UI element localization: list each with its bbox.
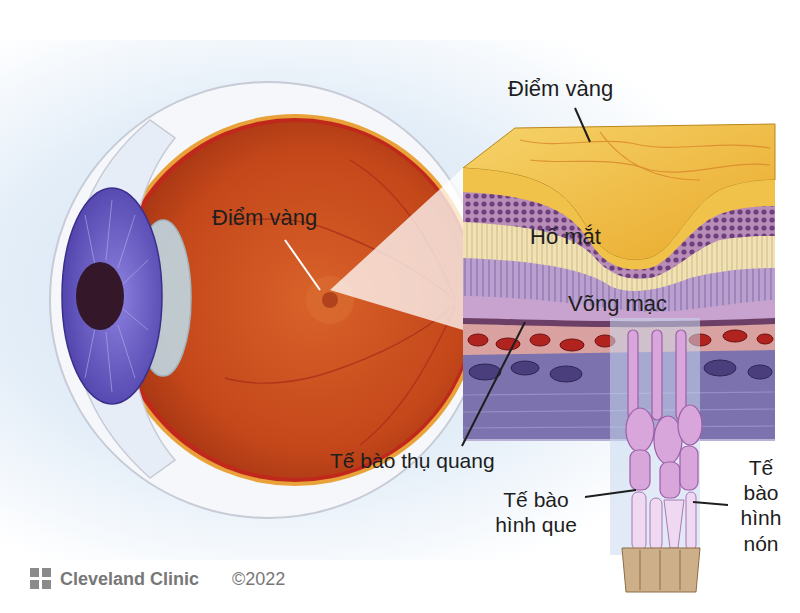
- part-label: Tế bào hình nón: [732, 455, 790, 556]
- part-label: Tế bào thụ quang: [330, 448, 495, 473]
- copyright: ©2022: [232, 569, 285, 591]
- part-label: Hố mắt: [530, 224, 601, 250]
- part-label: Võng mạc: [568, 291, 667, 317]
- brand-name: Cleveland Clinic: [60, 569, 199, 591]
- part-label: Điểm vàng: [508, 76, 613, 102]
- part-label: Tế bào hình que: [490, 487, 582, 537]
- part-label: Điểm vàng: [212, 205, 317, 231]
